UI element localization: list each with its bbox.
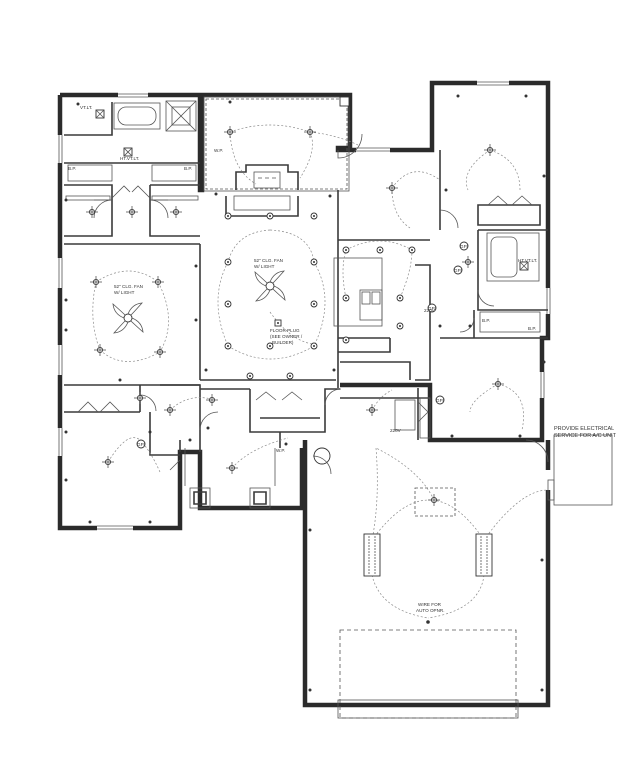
label-provide-2: SERVICE FOR A/C UNIT xyxy=(554,433,617,439)
label-220v-laundry: 220V xyxy=(390,428,402,433)
interior-partitions xyxy=(64,100,613,719)
label-provide-1: PROVIDE ELECTRICAL xyxy=(554,426,614,432)
ceiling-light xyxy=(86,206,98,218)
ceiling-light xyxy=(94,344,106,356)
plan-labels: VT.LT. HT.VT.LT. B.P. B.P. W.P. 52" CLG.… xyxy=(68,105,617,613)
ceiling-light xyxy=(126,206,138,218)
ceiling-light xyxy=(206,394,218,406)
ceiling-fan-living xyxy=(254,270,286,302)
label-bp-3: B.P. xyxy=(482,318,490,323)
ceiling-light xyxy=(492,378,504,390)
label-bp-4: B.P. xyxy=(528,326,536,331)
label-bp-2: B.P. xyxy=(184,166,192,171)
ceiling-light xyxy=(170,206,182,218)
fluorescent-fixture-left xyxy=(363,533,381,577)
ceiling-light xyxy=(224,126,236,138)
label-gfi-2: GFI xyxy=(428,306,436,311)
recessed-lights xyxy=(224,212,416,380)
exterior-walls xyxy=(57,80,551,708)
ceiling-light xyxy=(134,392,146,404)
label-floor-plug-3: BUILDER) xyxy=(272,340,294,345)
ceiling-light xyxy=(152,276,164,288)
patio xyxy=(203,96,350,192)
ceiling-light xyxy=(164,404,176,416)
ceiling-light xyxy=(304,126,316,138)
ceiling-light xyxy=(154,346,166,358)
label-fan-living-1: 52" CLG. FAN xyxy=(254,258,283,263)
label-fan-living-2: W/ LIGHT xyxy=(254,264,275,269)
label-htvtlt-master: HT.VT.LT. xyxy=(120,156,139,161)
label-gfi-3: GFI xyxy=(454,268,462,273)
ceiling-light xyxy=(386,182,398,194)
label-vtlt-top: VT.LT. xyxy=(80,105,92,110)
label-floor-plug-2: (SEE OWNER / xyxy=(270,334,303,339)
label-wp-entry: W.P. xyxy=(276,448,285,453)
ceiling-fan-bedroom xyxy=(112,302,144,334)
ceiling-light xyxy=(90,276,102,288)
label-floor-plug-1: FLOOR PLUG xyxy=(270,328,300,333)
label-gfi-1: GFI xyxy=(137,442,145,447)
label-fan-bedroom-1: 52" CLG. FAN xyxy=(114,284,143,289)
label-220v-kitchen: 220V xyxy=(424,308,436,313)
exhaust-fan-master xyxy=(123,147,133,157)
fluorescent-fixture-right xyxy=(475,533,493,577)
label-htvtlt-bath2: HT.VT.LT. xyxy=(518,258,537,263)
ceiling-lights xyxy=(86,126,504,506)
exhaust-fan-top xyxy=(95,109,105,119)
label-fan-bedroom-2: W/ LIGHT xyxy=(114,290,135,295)
ceiling-light xyxy=(226,462,238,474)
ceiling-light xyxy=(462,256,474,268)
doors xyxy=(77,133,549,475)
label-wire-2: AUTO OPNR. xyxy=(416,608,445,613)
ceiling-light xyxy=(366,404,378,416)
ceiling-light xyxy=(428,494,440,506)
exhaust-fan-bath2 xyxy=(519,261,529,271)
ceiling-light xyxy=(102,456,114,468)
label-gfi-5: GFI xyxy=(436,398,444,403)
floor-plug xyxy=(274,319,282,327)
label-wp-patio: W.P. xyxy=(214,148,223,153)
label-bp-1: B.P. xyxy=(68,166,76,171)
wiring-runs xyxy=(92,124,549,619)
label-wire-1: WIRE FOR xyxy=(418,602,442,607)
wall-outlets xyxy=(64,94,546,692)
label-gfi-4: GFI xyxy=(460,244,468,249)
gfi-outlets xyxy=(136,241,469,449)
windows xyxy=(57,80,552,531)
ceiling-light xyxy=(484,144,496,156)
